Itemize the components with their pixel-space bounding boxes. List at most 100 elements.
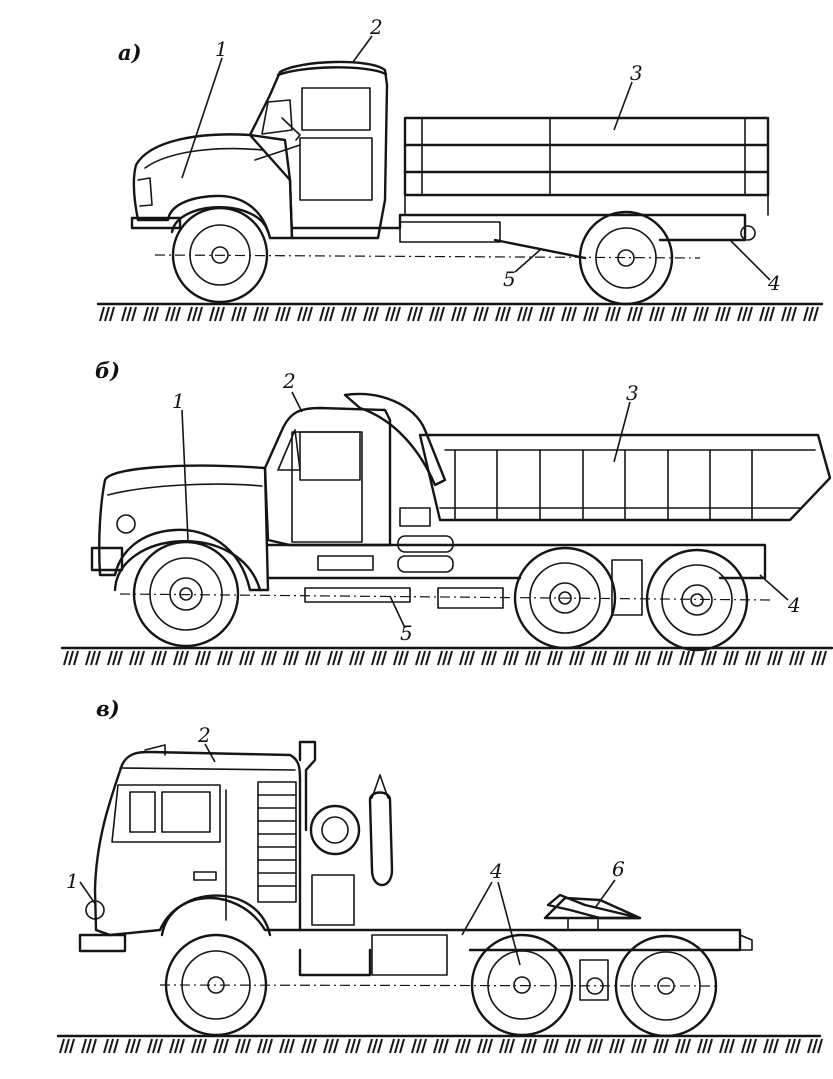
ground-hatch-stroke — [654, 306, 660, 322]
ground-hatch-stroke — [86, 1038, 92, 1054]
ground-hatch-stroke — [521, 1038, 527, 1054]
ground-hatch-stroke — [407, 306, 413, 322]
ground-hatch-stroke — [156, 650, 162, 666]
truck-b-dump-body — [418, 433, 832, 522]
truck-b-cab-window — [299, 431, 361, 481]
ground-hatch-stroke — [531, 1038, 537, 1054]
ground-hatch-stroke — [139, 650, 145, 666]
ground-hatch-stroke — [173, 650, 179, 666]
ground-hatch-stroke — [398, 650, 404, 666]
ground-hatch-stroke — [719, 1038, 725, 1054]
ground-hatch-stroke — [231, 306, 237, 322]
panel-c-label-1: 1 — [66, 869, 79, 893]
ground-hatch-stroke — [178, 650, 184, 666]
ground-hatch-stroke — [746, 1038, 752, 1054]
ground-hatch-stroke — [131, 306, 137, 322]
ground-hatch-stroke — [368, 306, 374, 322]
panel-b-label-4: 4 — [787, 593, 801, 617]
ground-hatch-stroke — [618, 650, 624, 666]
ground-hatch-stroke — [469, 650, 475, 666]
ground-hatch-stroke — [460, 1038, 466, 1054]
panel-b-leader-2 — [291, 391, 303, 413]
ground-hatch-stroke — [262, 1038, 268, 1054]
ground-hatch-stroke — [697, 1038, 703, 1054]
truck-a-cab-door — [299, 137, 373, 201]
truck-c-air-filter — [309, 804, 361, 856]
ground-hatch-stroke — [773, 1038, 779, 1054]
ground-hatch-stroke — [371, 650, 377, 666]
ground-hatch-stroke — [769, 306, 775, 322]
ground-hatch-stroke — [153, 306, 159, 322]
ground-hatch-stroke — [737, 306, 743, 322]
ground-hatch-stroke — [107, 650, 113, 666]
truck-b-axle-line — [119, 593, 771, 601]
ground-hatch-stroke — [367, 1038, 373, 1054]
ground-hatch-stroke — [741, 1038, 747, 1054]
ground-hatch-stroke — [675, 1038, 681, 1054]
ground-hatch-stroke — [443, 1038, 449, 1054]
ground-hatch-stroke — [808, 306, 814, 322]
panel-c-leader-4a — [461, 881, 493, 936]
truck-c-windshield-frame — [111, 784, 221, 843]
ground-hatch-stroke — [544, 306, 550, 322]
ground-hatch-stroke — [179, 1038, 185, 1054]
ground-hatch-stroke — [73, 650, 79, 666]
truck-b-rear-wheel — [645, 548, 749, 652]
truck-a-mirror-arm — [254, 144, 301, 161]
truck-a-front-wheel — [170, 206, 270, 304]
ground-hatch-stroke — [561, 306, 567, 322]
ground-hatch-stroke — [266, 650, 272, 666]
panel-a-leader-5 — [514, 249, 541, 273]
ground-hatch-stroke — [381, 650, 387, 666]
ground-hatch-stroke — [703, 306, 709, 322]
ground-hatch-stroke — [263, 306, 269, 322]
ground-hatch-stroke — [715, 306, 721, 322]
ground-hatch-stroke — [267, 1038, 273, 1054]
truck-c-rear-wheel — [614, 934, 718, 1038]
ground-hatch-stroke — [702, 1038, 708, 1054]
ground-hatch-stroke — [214, 306, 220, 322]
ground-hatch-stroke — [503, 650, 509, 666]
ground-hatch-stroke — [649, 306, 655, 322]
truck-c-front-arch — [160, 894, 272, 937]
panel-c-letter: в) — [96, 696, 120, 721]
panel-a-leader-2 — [352, 35, 373, 63]
truck-a-bumper — [130, 216, 182, 230]
ground-hatch-stroke — [456, 306, 462, 322]
truck-a-cab-roof — [276, 66, 388, 77]
ground-hatch-stroke — [772, 650, 778, 666]
ground-hatch-stroke — [201, 1038, 207, 1054]
ground-hatch-stroke — [81, 1038, 87, 1054]
truck-c-door-handle — [193, 871, 217, 881]
truck-c-battery-box — [371, 934, 448, 976]
ground-hatch-stroke — [605, 306, 611, 322]
ground-hatch-stroke — [571, 306, 577, 322]
ground-hatch-stroke — [671, 306, 677, 322]
panel-a-label-3: 3 — [630, 61, 643, 85]
truck-c-bogie — [579, 959, 609, 1001]
truck-c-roof-line — [119, 767, 296, 771]
panel-b: б) — [60, 358, 833, 666]
ground-hatch-stroke — [239, 650, 245, 666]
ground-hatch-stroke — [706, 650, 712, 666]
ground-hatch-stroke — [191, 1038, 197, 1054]
ground-hatch-stroke — [478, 306, 484, 322]
ground-hatch-stroke — [487, 1038, 493, 1054]
truck-a-platform-sides — [404, 194, 769, 216]
truck-a — [130, 60, 770, 306]
ground-hatch-stroke — [641, 1038, 647, 1054]
ground-hatch-stroke — [601, 650, 607, 666]
ground-hatch-stroke — [504, 1038, 510, 1054]
ground-hatch-stroke — [200, 650, 206, 666]
truck-b-battery — [304, 587, 411, 603]
ground-hatch-stroke — [192, 306, 198, 322]
ground-hatch-stroke — [349, 650, 355, 666]
panel-a-label-2: 2 — [369, 15, 383, 39]
ground-hatch-stroke — [525, 650, 531, 666]
ground-hatch-stroke — [151, 650, 157, 666]
truck-a-cab — [248, 60, 389, 240]
panel-c-ground-hatch — [59, 1038, 823, 1054]
ground-hatch-stroke — [755, 650, 761, 666]
ground-hatch-stroke — [728, 650, 734, 666]
